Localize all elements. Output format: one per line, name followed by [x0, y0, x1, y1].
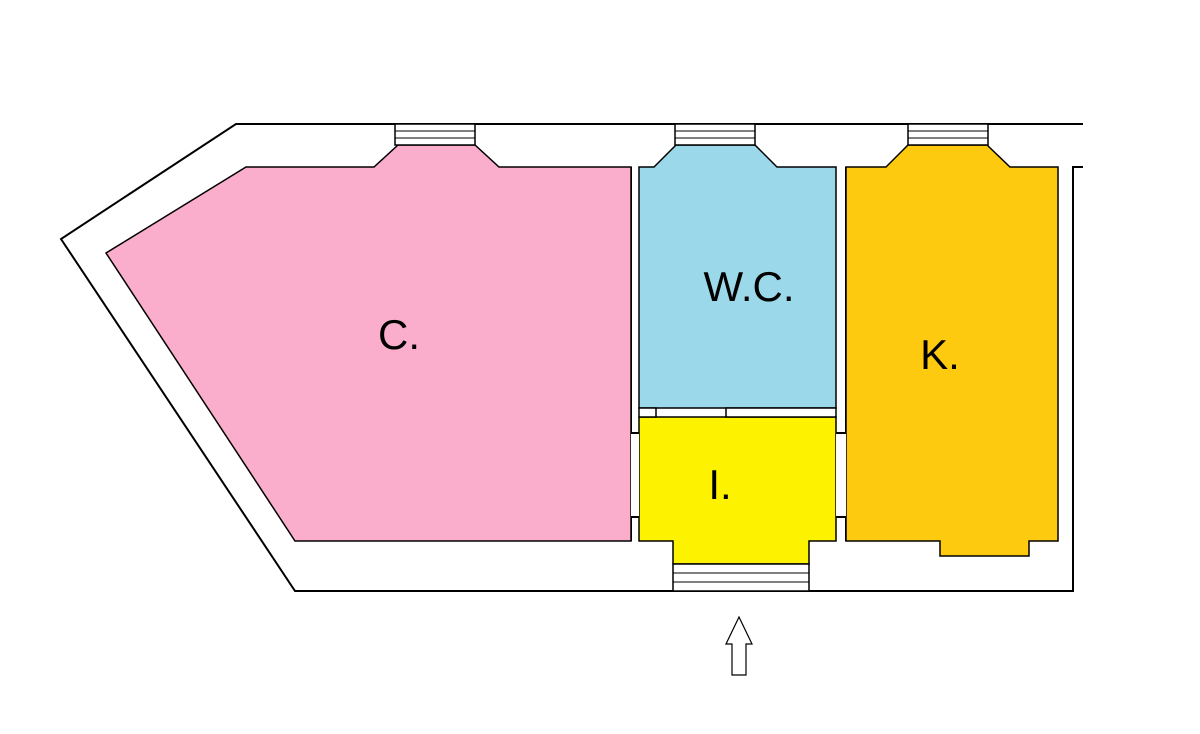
room-c-label: C. — [378, 311, 420, 358]
door-wc-left-jamb — [638, 407, 657, 418]
room-c — [104, 144, 632, 542]
window-wc — [674, 123, 756, 146]
door-k-ticks — [836, 432, 846, 518]
room-i — [638, 416, 837, 565]
window-c — [394, 123, 476, 146]
door-wc-right-jamb — [725, 407, 837, 418]
window-k — [907, 123, 989, 146]
arrow-up-icon — [725, 615, 753, 676]
room-wc — [638, 144, 837, 409]
door-c-top-jamb — [631, 433, 639, 517]
room-i-label: I. — [708, 461, 731, 508]
outer-wall — [59, 123, 1083, 592]
room-wc-label: W.C. — [704, 263, 795, 310]
room-k-label: K. — [920, 331, 960, 378]
entrance-door — [672, 563, 810, 592]
door-c-ticks — [631, 432, 639, 518]
door-k-top-jamb — [836, 433, 846, 517]
